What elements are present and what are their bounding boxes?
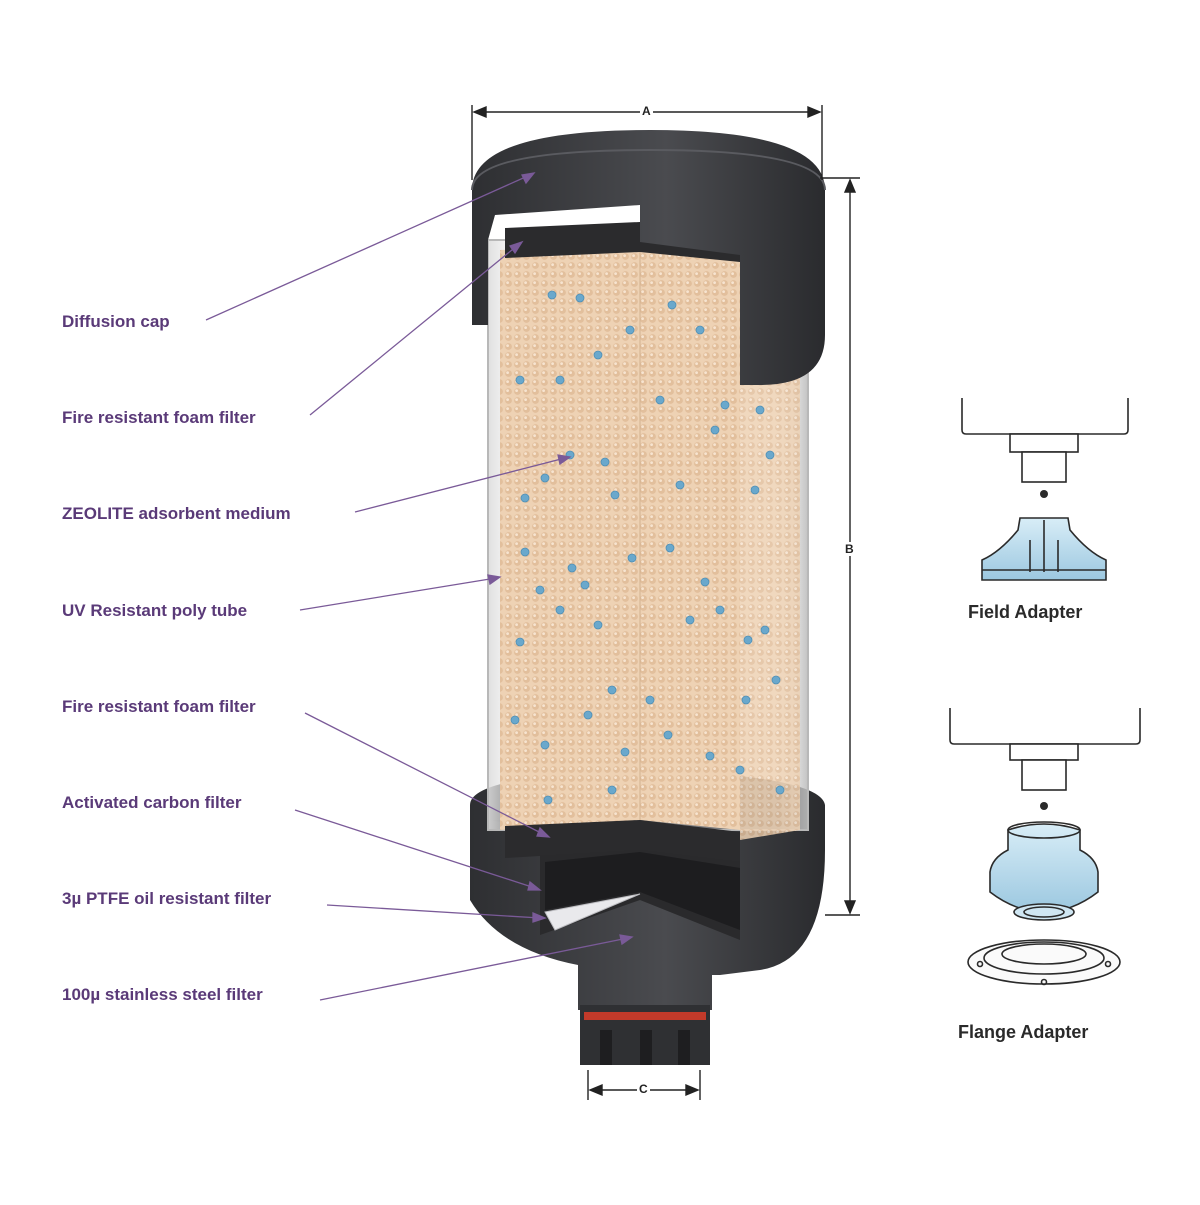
dimension-b-label: B — [843, 542, 856, 556]
blue-beads — [510, 290, 785, 805]
label-carbon-filter: Activated carbon filter — [62, 793, 242, 812]
field-adapter-illustration — [961, 398, 1129, 581]
flange-adapter-illustration — [949, 708, 1141, 986]
label-ptfe-filter: 3µ PTFE oil resistant filter — [62, 889, 272, 908]
label-flange-adapter: Flange Adapter — [958, 1022, 1089, 1042]
flange-ring — [967, 939, 1121, 985]
flange-adapter-body — [989, 823, 1099, 913]
label-zeolite-medium: ZEOLITE adsorbent medium — [62, 504, 291, 523]
label-steel-filter: 100µ stainless steel filter — [62, 985, 263, 1004]
ptfe-shape — [544, 893, 641, 931]
label-diffusion-cap: Diffusion cap — [62, 312, 170, 331]
dimension-a-label: A — [640, 104, 653, 118]
carbon-shape — [545, 852, 740, 930]
filter-cartridge — [470, 130, 826, 1065]
leader-lines — [205, 172, 634, 1001]
label-poly-tube: UV Resistant poly tube — [62, 601, 248, 620]
zeolite-column — [500, 245, 740, 830]
top-cap-shape — [472, 130, 825, 385]
zeolite-side — [740, 370, 800, 840]
label-field-adapter: Field Adapter — [968, 602, 1083, 622]
dimension-c-label: C — [637, 1082, 650, 1096]
label-bottom-foam-filter: Fire resistant foam filter — [62, 697, 256, 716]
label-top-foam-filter: Fire resistant foam filter — [62, 408, 256, 427]
bottom-foam-shape — [505, 820, 740, 862]
